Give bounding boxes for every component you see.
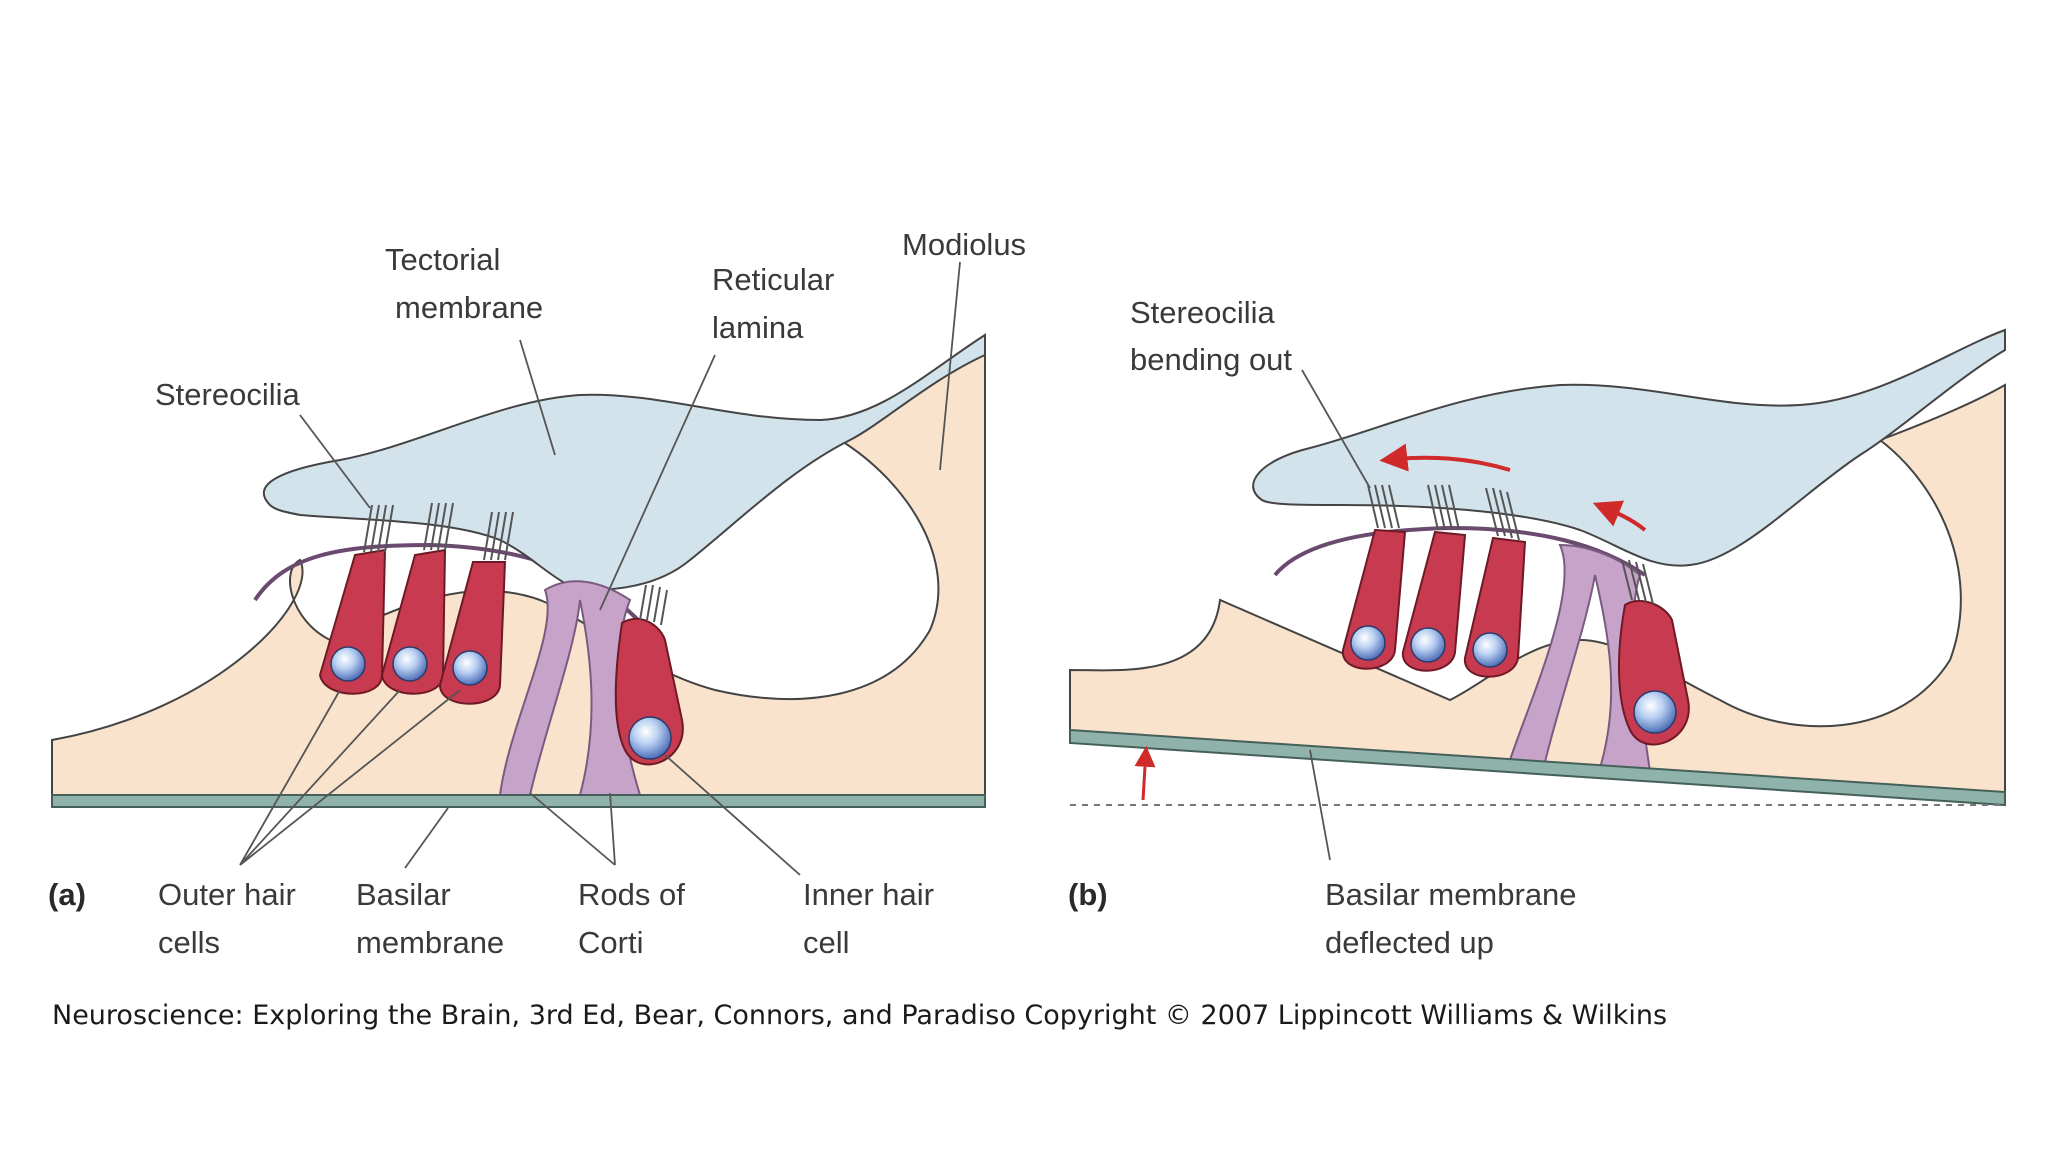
label-reticular-line1: Reticular <box>712 262 834 297</box>
leader-inner-hair <box>664 754 801 876</box>
label-outer-hair-line2: cells <box>158 925 220 960</box>
outer-hair-cell <box>318 504 394 695</box>
outer-hair-cell <box>1463 487 1527 678</box>
shear-arrow-lower <box>1592 500 1647 532</box>
label-basilar-deflected-line1: Basilar membrane <box>1325 877 1577 912</box>
label-stereocilia-b-line1: Stereocilia <box>1130 295 1275 330</box>
label-reticular-line2: lamina <box>712 310 804 345</box>
tectorial-membrane-a <box>263 333 986 592</box>
label-modiolus: Modiolus <box>902 227 1026 262</box>
rods-of-corti-a <box>498 580 642 796</box>
inner-hair-cell <box>1617 559 1690 746</box>
panel-tag-a: (a) <box>48 877 86 912</box>
basilar-membrane-a <box>51 794 986 808</box>
outer-hair-cell <box>380 502 454 695</box>
leader-modiolus <box>939 261 961 471</box>
leader-rods <box>529 792 616 866</box>
leader-tectorial <box>519 339 556 456</box>
tectorial-membrane-b <box>1252 328 2006 567</box>
leader-basilar-b <box>1309 749 1331 861</box>
deflection-arrow <box>1134 745 1156 801</box>
outer-hair-cell <box>1341 484 1407 670</box>
label-stereocilia-a: Stereocilia <box>155 377 300 412</box>
label-basilar-deflected-line2: deflected up <box>1325 925 1494 960</box>
leader-basilar-a <box>404 807 449 869</box>
leader-stereocilia-a <box>299 414 371 509</box>
panel-a: Tectorial membrane Reticular lamina Modi… <box>48 227 1026 960</box>
label-rods-line2: Corti <box>578 925 643 960</box>
outer-hair-cell <box>1401 484 1467 672</box>
label-inner-hair-line2: cell <box>803 925 850 960</box>
label-rods-line1: Rods of <box>578 877 685 912</box>
shear-arrow-top <box>1379 443 1511 472</box>
leader-reticular <box>599 354 716 611</box>
inner-hair-cell <box>614 584 684 766</box>
panel-tag-b: (b) <box>1068 877 1108 912</box>
rods-of-corti-b <box>1508 543 1652 774</box>
label-basilar-line1: Basilar <box>356 877 451 912</box>
basilar-membrane-b <box>1069 728 2006 807</box>
label-tectorial-line2: membrane <box>395 290 543 325</box>
label-stereocilia-b-line2: bending out <box>1130 342 1292 377</box>
leader-outer-hair <box>239 689 461 866</box>
label-inner-hair-line1: Inner hair <box>803 877 934 912</box>
figure-credit: Neuroscience: Exploring the Brain, 3rd E… <box>52 1000 1667 1031</box>
panel-b: Stereocilia bending out (b) Basilar memb… <box>1068 295 2006 960</box>
label-outer-hair-line1: Outer hair <box>158 877 296 912</box>
label-tectorial-line1: Tectorial <box>385 242 500 277</box>
label-basilar-line2: membrane <box>356 925 504 960</box>
leader-stereocilia-b <box>1301 369 1371 489</box>
outer-hair-cell <box>438 511 514 705</box>
